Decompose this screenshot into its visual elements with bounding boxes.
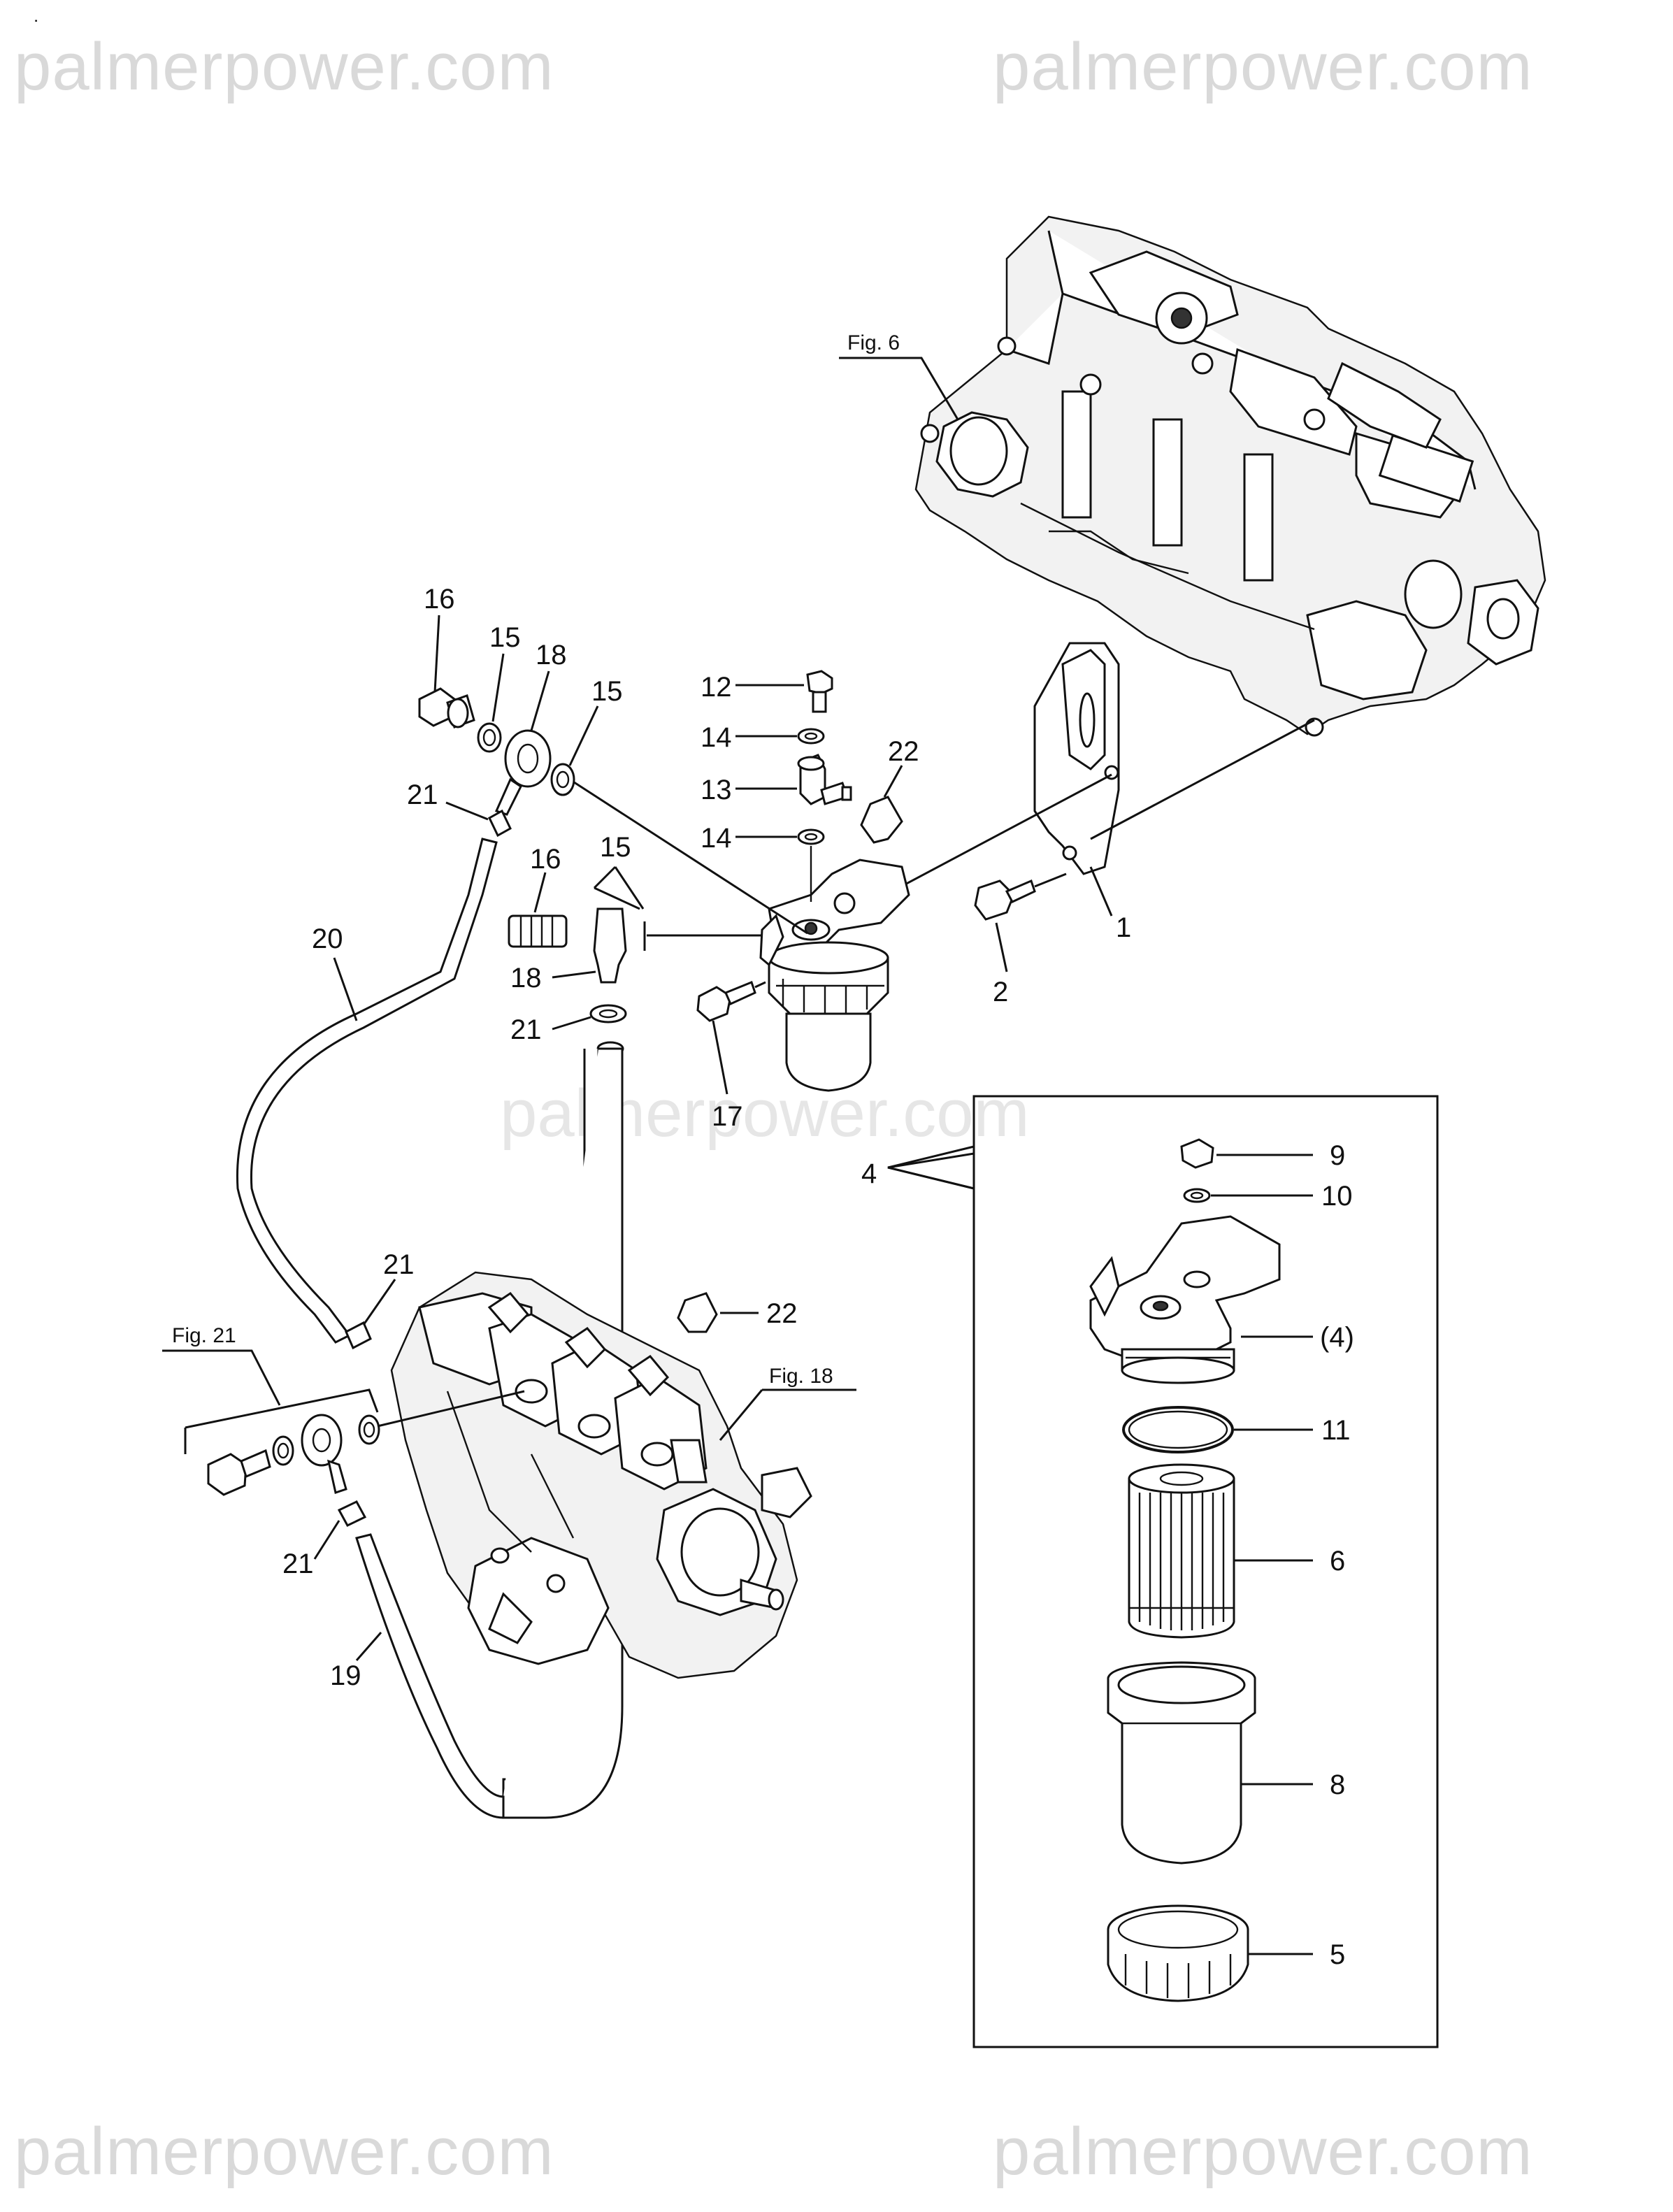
bolt-part-12: [806, 670, 833, 713]
injection-pump: [390, 1271, 812, 1679]
banjo-fitting-fig21: [301, 1414, 347, 1494]
clamp-part-21-middle: [589, 1004, 627, 1024]
cap-part-22-upper: [860, 796, 903, 844]
washer-part-10: [1183, 1188, 1211, 1203]
label-part-22-lower: 22: [766, 1298, 798, 1329]
label-part-10: 10: [1321, 1181, 1353, 1212]
fuel-filter-assembly: [759, 859, 910, 1092]
cap-part-22-lower: [677, 1292, 718, 1333]
bolt-part-9: [1180, 1138, 1214, 1169]
fuel-hose-part-20: [236, 838, 498, 1344]
watermark-top-left: palmerpower.com: [14, 29, 554, 104]
washer-part-14-lower: [797, 828, 825, 845]
label-part-4-sub: (4): [1320, 1322, 1354, 1353]
banjo-bolt-fig21: [207, 1449, 271, 1496]
filter-element-part-6: [1128, 1463, 1235, 1639]
washer-fig21-a: [272, 1435, 294, 1466]
label-part-12: 12: [701, 672, 732, 703]
label-part-15-middle: 15: [600, 832, 631, 863]
corner-tick: ˙: [34, 17, 41, 40]
label-part-21-upper: 21: [407, 780, 438, 810]
filter-bowl-part-8: [1107, 1661, 1256, 1865]
label-part-2: 2: [993, 977, 1008, 1007]
banjo-fitting-part-13: [797, 754, 852, 805]
banjo-bolt-part-16-middle: [508, 914, 568, 948]
label-part-20: 20: [312, 924, 343, 954]
bolt-part-17: [696, 981, 756, 1022]
fig6-reference[interactable]: Fig. 6: [847, 331, 900, 354]
label-part-14-upper: 14: [701, 722, 732, 753]
washer-fig21-b: [358, 1414, 380, 1445]
label-part-5: 5: [1330, 1939, 1345, 1970]
label-part-8: 8: [1330, 1769, 1345, 1800]
watermark-bottom-left: palmerpower.com: [14, 2114, 554, 2189]
cylinder-head-assembly: [914, 215, 1546, 737]
clamp-part-21-lower-b: [337, 1500, 367, 1527]
washer-part-14-upper: [797, 728, 825, 745]
label-part-6: 6: [1330, 1546, 1345, 1577]
bracket-part-1: [1033, 642, 1120, 875]
washer-part-15-upper-b: [550, 763, 575, 796]
fig18-reference[interactable]: Fig. 18: [769, 1365, 833, 1388]
label-part-17: 17: [712, 1101, 743, 1132]
label-part-21-lower-a: 21: [383, 1249, 415, 1280]
label-part-22-upper: 22: [888, 736, 919, 767]
label-part-21-lower-b: 21: [282, 1549, 314, 1579]
label-part-21-middle: 21: [510, 1014, 542, 1045]
banjo-fitting-part-18-middle: [593, 907, 627, 984]
label-part-16-upper: 16: [424, 584, 455, 615]
label-part-15-upper-a: 15: [489, 622, 521, 653]
watermark-bottom-right: palmerpower.com: [993, 2114, 1533, 2189]
label-part-19: 19: [330, 1660, 361, 1691]
clamp-part-21-lower-a: [345, 1321, 372, 1350]
label-part-9: 9: [1330, 1140, 1345, 1171]
o-ring-part-11: [1122, 1406, 1234, 1453]
banjo-bolt-part-16-upper: [418, 687, 475, 728]
label-part-11: 11: [1321, 1415, 1351, 1446]
fig21-reference[interactable]: Fig. 21: [172, 1324, 236, 1347]
label-part-4: 4: [861, 1158, 877, 1189]
label-part-1: 1: [1116, 912, 1131, 943]
label-part-18-middle: 18: [510, 963, 542, 993]
label-part-16-middle: 16: [530, 844, 561, 875]
fuel-hose-part-19: [355, 1533, 505, 1819]
ring-nut-part-5: [1107, 1904, 1249, 2002]
watermark-center: palmerpower.com: [500, 1076, 1030, 1151]
label-part-13: 13: [701, 775, 732, 805]
label-part-18-upper: 18: [536, 640, 567, 670]
bolt-part-2: [974, 879, 1036, 921]
clamp-part-21-upper: [488, 809, 512, 838]
banjo-fitting-part-18-upper: [494, 729, 552, 816]
label-part-15-upper-b: 15: [591, 676, 623, 707]
label-part-14-lower: 14: [701, 823, 732, 854]
washer-part-15-upper-a: [477, 722, 502, 753]
filter-head-part-4: [1089, 1215, 1281, 1384]
watermark-top-right: palmerpower.com: [993, 29, 1533, 104]
